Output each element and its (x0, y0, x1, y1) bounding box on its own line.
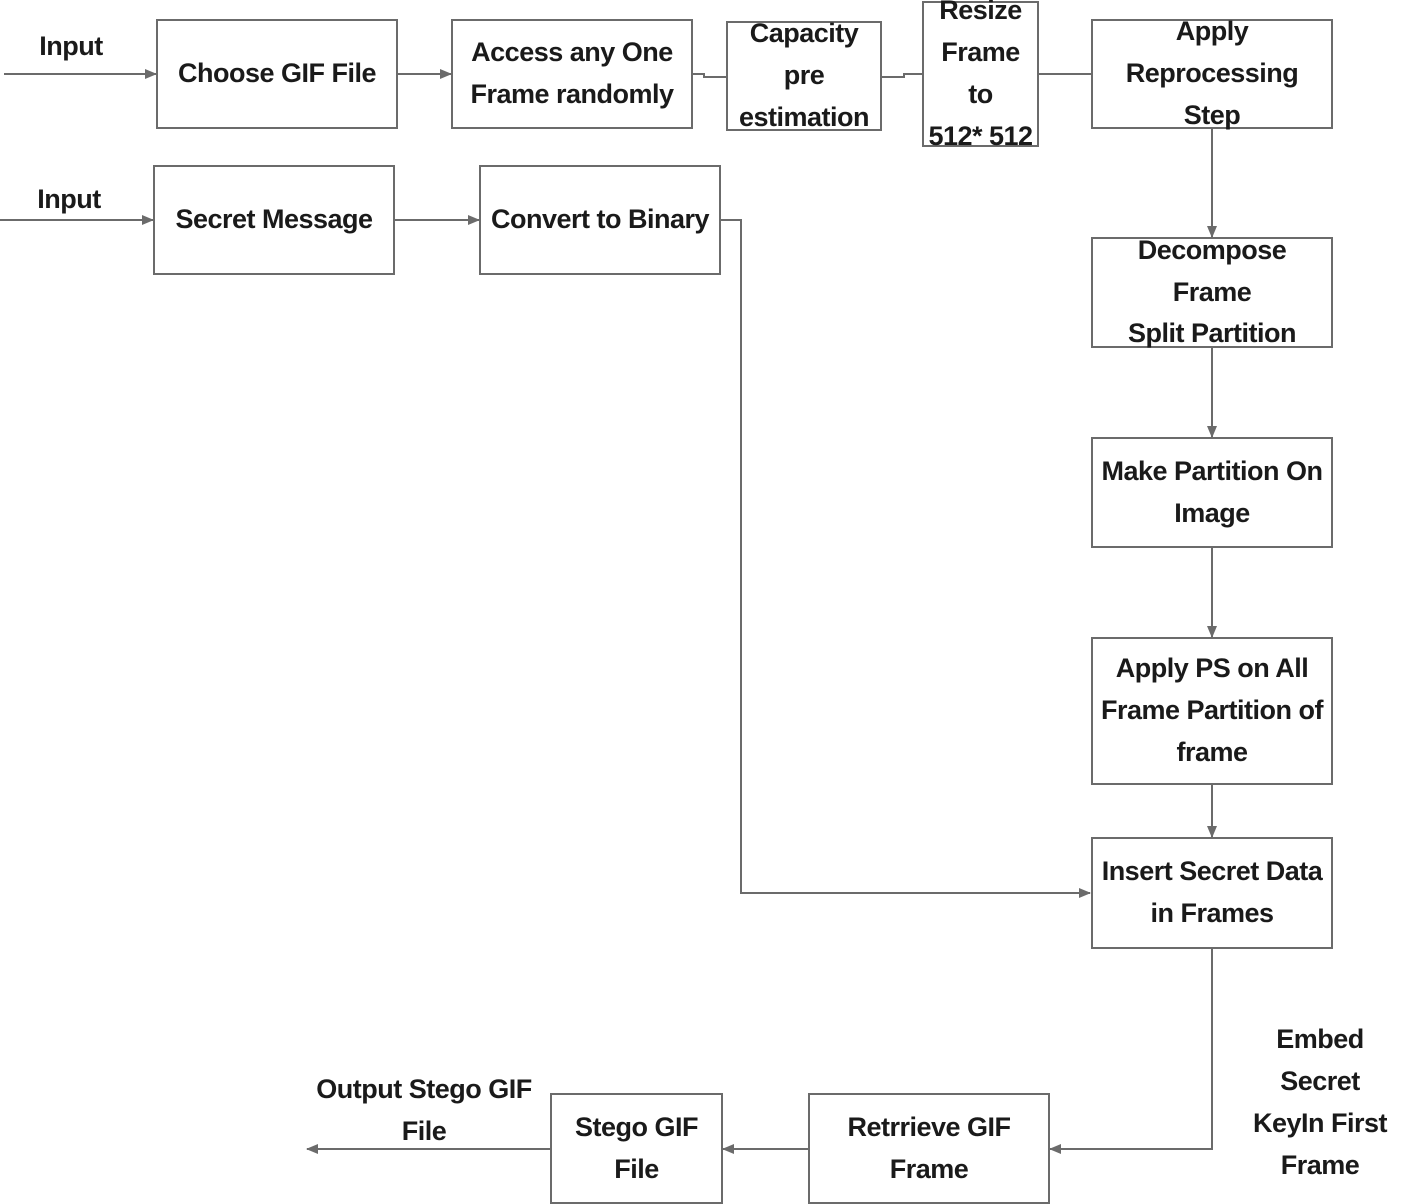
node-access-one-frame: Access any One Frame randomly (451, 19, 693, 129)
node-apply-reprocessing: Apply Reprocessing Step (1091, 16, 1333, 130)
node-insert-secret-data: Insert Secret Data in Frames (1091, 837, 1333, 949)
node-make-partition: Make Partition On Image (1091, 437, 1333, 548)
node-decompose-frame: Decompose Frame Split Partition (1091, 235, 1333, 348)
node-convert-to-binary: Convert to Binary (479, 165, 721, 275)
arrow-insert-secret-to-retrieve (1049, 949, 1213, 1154)
output-stego-label: Output Stego GIF File (316, 1074, 532, 1146)
input-label-gif: Input (39, 31, 103, 61)
node-stego-gif-file: Stego GIF File (550, 1093, 723, 1204)
embed-secret-key-label: Embed Secret KeyIn First Frame (1252, 1024, 1388, 1180)
connector-capacity-to-resize (882, 73, 922, 78)
node-apply-ps: Apply PS on All Frame Partition of frame (1091, 637, 1333, 785)
node-retrieve-gif-frame: Retrrieve GIF Frame (808, 1093, 1050, 1204)
input-label-message: Input (37, 184, 101, 214)
arrow-convert-binary-to-insert-secret (721, 219, 1091, 898)
node-capacity-estimation: Capacity pre estimation (726, 18, 882, 132)
node-choose-gif-file: Choose GIF File (156, 19, 398, 129)
node-resize-frame: Resize Frame to 512* 512 (922, 0, 1039, 151)
node-secret-message: Secret Message (153, 165, 395, 275)
connector-access-frame-to-capacity (693, 73, 726, 78)
